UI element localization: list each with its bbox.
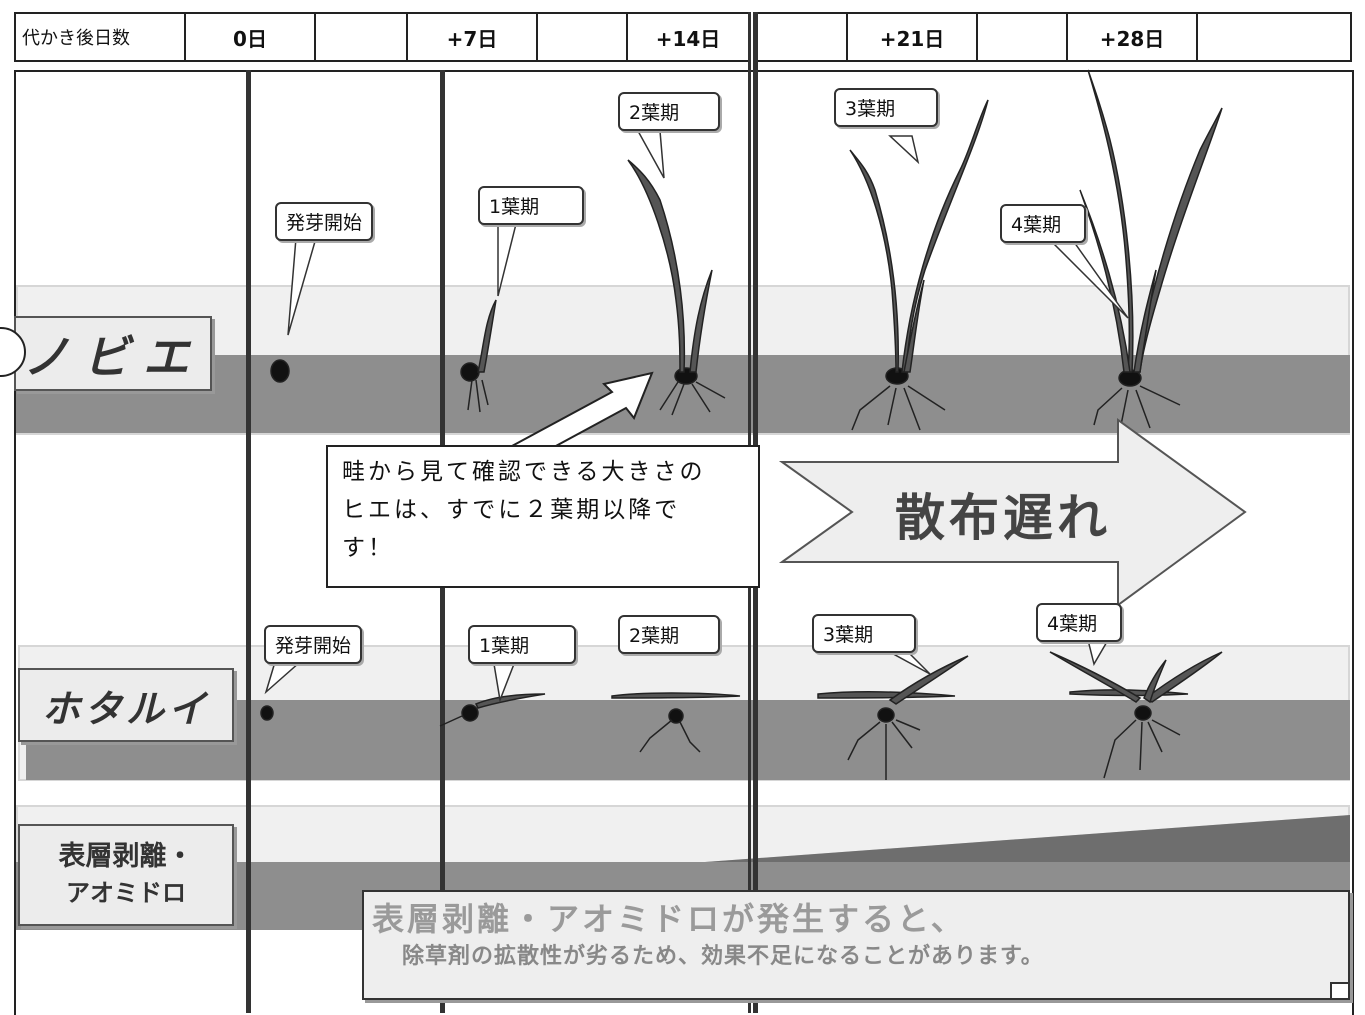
hotarui-leaf3-callout: 3葉期	[812, 614, 916, 653]
header-row: 代かき後日数 0日 +7日 +14日 +21日 +28日	[0, 0, 1365, 70]
nobie-seed-icon	[460, 362, 480, 382]
hotarui-germination-callout: 発芽開始	[264, 625, 363, 664]
nobie-leaf-icon	[901, 99, 989, 373]
hotarui-leaf4-callout: 4葉期	[1036, 603, 1122, 642]
hotarui-leaf-icon	[1143, 659, 1167, 704]
hotarui-leaf-icon	[888, 655, 969, 705]
nobie-leaf1-callout: 1葉期	[478, 186, 584, 225]
nobie-leaf-icon	[689, 269, 713, 373]
nobie-leaf3-callout: 3葉期	[834, 88, 938, 127]
page-curl-icon	[1330, 982, 1348, 998]
nobie-leaf-icon	[903, 279, 925, 373]
header-blank-cell	[536, 12, 628, 62]
nobie-leaf-icon	[627, 159, 686, 373]
hotarui-seed-icon	[877, 707, 895, 723]
row-label-algae: 表層剥離・ アオミドロ	[18, 824, 234, 926]
nobie-germination-callout: 発芽開始	[275, 202, 374, 241]
timeline-line-day0	[246, 70, 251, 1013]
hotarui-leaf1-callout: 1葉期	[468, 625, 576, 664]
header-day14-cell: +14日	[626, 12, 750, 62]
header-day0-cell: 0日	[184, 12, 316, 62]
header-blank-cell	[976, 12, 1068, 62]
nobie-leaf2-callout: 2葉期	[618, 92, 720, 131]
diagram-frame	[14, 70, 1354, 1015]
hotarui-seed-icon	[668, 708, 684, 724]
header-day21-cell: +21日	[846, 12, 978, 62]
hotarui-seed-icon	[260, 705, 274, 721]
nobie-seed-icon	[270, 359, 290, 383]
algae-warning-line1: 表層剥離・アオミドロが発生すると、	[372, 900, 966, 938]
row-label-hotarui-text: ホタルイ	[41, 686, 210, 731]
visibility-note-box: 畦から見て確認できる大きさの ヒエは、すでに２葉期以降で す！	[326, 445, 760, 588]
header-label-cell: 代かき後日数	[14, 12, 186, 62]
row-label-nobie-text: ノビエ	[23, 329, 203, 384]
row-label-algae-line1: 表層剥離・	[58, 841, 194, 872]
hotarui-seed-icon	[461, 704, 479, 722]
algae-warning-box: 表層剥離・アオミドロが発生すると、 除草剤の拡散性が劣るため、効果不足になること…	[362, 890, 1350, 1000]
header-blank-cell	[1196, 12, 1352, 62]
note-line: ヒエは、すでに２葉期以降で	[342, 497, 681, 523]
hotarui-leaf-icon	[1144, 651, 1223, 703]
note-line: 畦から見て確認できる大きさの	[342, 459, 706, 485]
row-label-algae-line2: アオミドロ	[66, 879, 186, 907]
nobie-leaf-icon	[1135, 107, 1223, 373]
header-day7: +7日	[446, 26, 498, 51]
row-label-nobie: ノビエ	[14, 316, 212, 391]
hotarui-leaf-icon	[1049, 651, 1142, 703]
nobie-leaf-icon	[849, 149, 899, 373]
header-day28: +28日	[1099, 26, 1165, 51]
hotarui-leaf-icon	[611, 692, 741, 699]
hotarui-leaf-icon	[474, 693, 546, 709]
nobie-leaf-icon	[1087, 69, 1134, 373]
header-day21: +21日	[879, 26, 945, 51]
hotarui-leaf-icon	[817, 691, 956, 699]
note-line: す！	[342, 535, 394, 561]
hotarui-seed-icon	[1134, 705, 1152, 721]
nobie-leaf-icon	[477, 299, 497, 373]
header-day7-cell: +7日	[406, 12, 538, 62]
hotarui-leaf2-callout: 2葉期	[618, 615, 720, 654]
row-label-hotarui: ホタルイ	[18, 668, 234, 742]
header-day0: 0日	[233, 26, 267, 51]
header-label: 代かき後日数	[22, 28, 130, 49]
late-arrow-label: 散布遅れ	[895, 489, 1111, 547]
nobie-leaf-icon	[1133, 269, 1157, 373]
algae-warning-line2: 除草剤の拡散性が劣るため、効果不足になることがあります。	[402, 944, 1044, 969]
header-day14: +14日	[655, 26, 721, 51]
header-blank-cell	[314, 12, 408, 62]
nobie-leaf4-callout: 4葉期	[1000, 204, 1086, 243]
